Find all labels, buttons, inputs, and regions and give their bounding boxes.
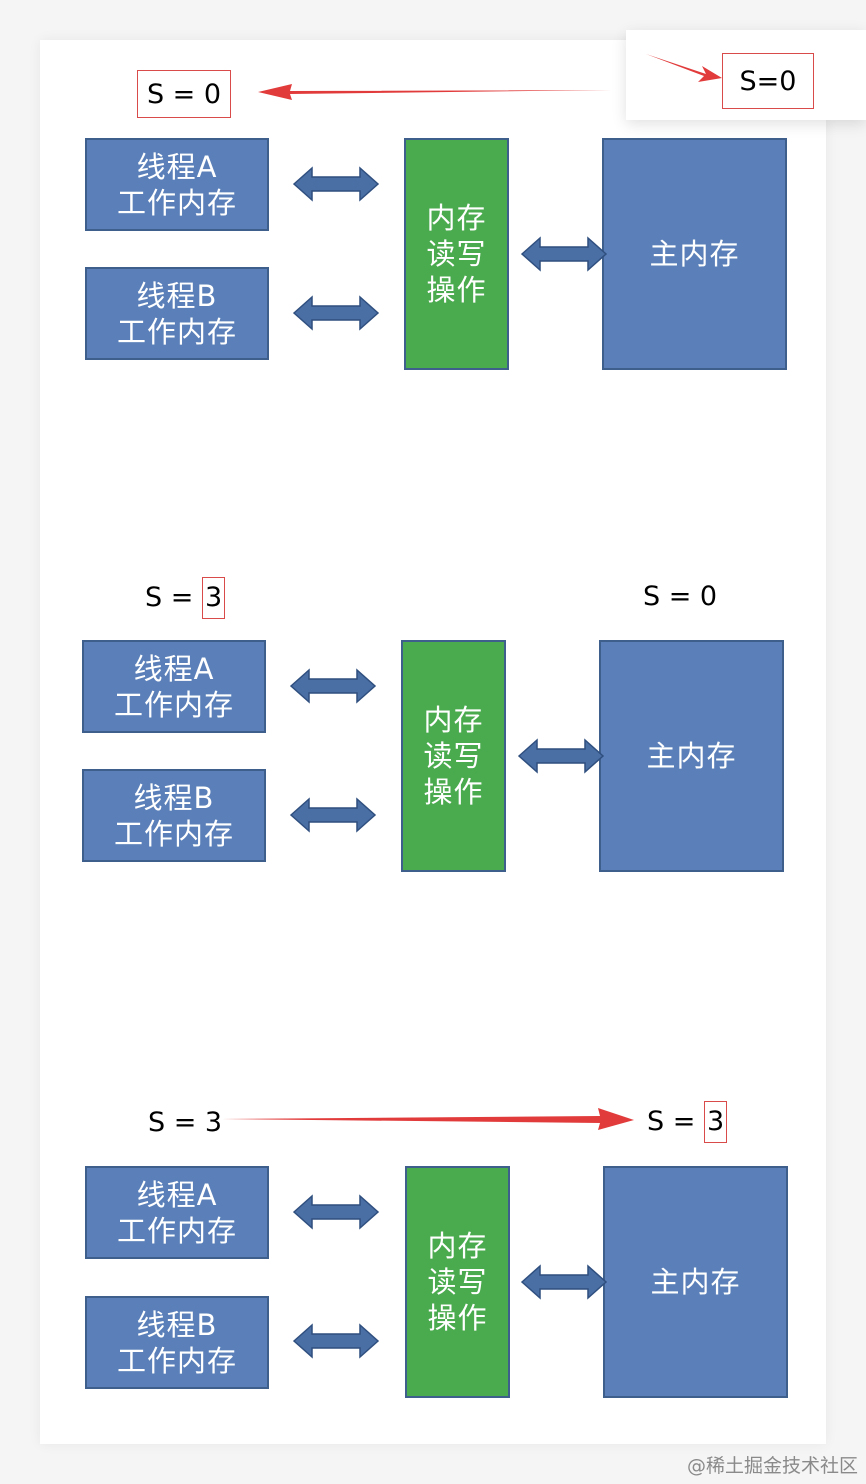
rw-box-1: 内存 读写 操作 bbox=[404, 138, 509, 370]
bottom-s-prefix: S = bbox=[647, 1106, 704, 1137]
main-memory-box-1: 主内存 bbox=[602, 138, 787, 370]
dbl-arrow-b-1 bbox=[293, 296, 379, 330]
dbl-arrow-b-3 bbox=[293, 1324, 379, 1358]
dbl-arrow-main-2 bbox=[518, 739, 604, 773]
thread-b-box-1: 线程B 工作内存 bbox=[85, 267, 269, 360]
thread-a-box-2: 线程A 工作内存 bbox=[82, 640, 266, 733]
thread-a-box-1: 线程A 工作内存 bbox=[85, 138, 269, 231]
rw-box-2: 内存 读写 操作 bbox=[401, 640, 506, 872]
watermark: @稀土掘金技术社区 bbox=[686, 1455, 858, 1477]
middle-s-highlight: 3 bbox=[201, 577, 226, 619]
dbl-arrow-b-2 bbox=[290, 798, 376, 832]
thread-a-box-3: 线程A 工作内存 bbox=[85, 1166, 269, 1259]
dbl-arrow-main-1 bbox=[521, 237, 607, 271]
dbl-arrow-a-1 bbox=[293, 167, 379, 201]
middle-s-right: S = 0 bbox=[643, 581, 718, 612]
thread-b-box-2: 线程B 工作内存 bbox=[82, 769, 266, 862]
dbl-arrow-a-3 bbox=[293, 1195, 379, 1229]
bottom-s-left: S = 3 bbox=[148, 1107, 223, 1138]
bottom-s-right: S = 3 bbox=[647, 1101, 728, 1143]
middle-s-prefix: S = bbox=[145, 582, 202, 613]
main-memory-box-3: 主内存 bbox=[603, 1166, 788, 1398]
middle-s-left: S = 3 bbox=[145, 577, 226, 619]
thread-b-box-3: 线程B 工作内存 bbox=[85, 1296, 269, 1389]
dbl-arrow-main-3 bbox=[521, 1265, 607, 1299]
red-arrow-bottom bbox=[222, 1108, 634, 1130]
popup-s-value: S=0 bbox=[722, 53, 814, 109]
main-memory-box-2: 主内存 bbox=[599, 640, 784, 872]
bottom-s-highlight: 3 bbox=[703, 1101, 728, 1143]
dbl-arrow-a-2 bbox=[290, 669, 376, 703]
red-arrow-popup bbox=[646, 54, 722, 82]
red-arrow-top bbox=[258, 84, 612, 100]
top-s-value: S = 0 bbox=[137, 70, 231, 118]
rw-box-3: 内存 读写 操作 bbox=[405, 1166, 510, 1398]
